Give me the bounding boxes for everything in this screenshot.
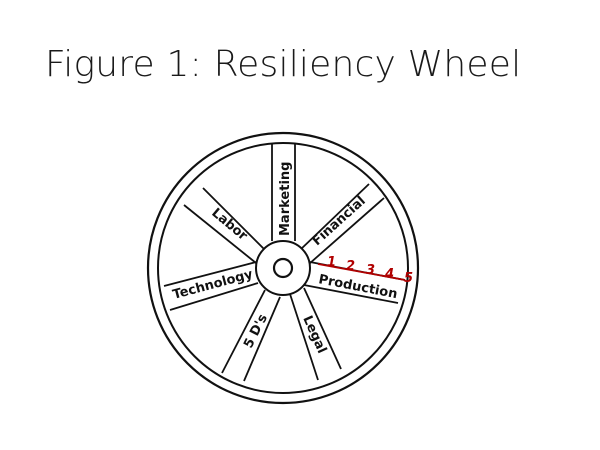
scale-number-1: 1 — [327, 255, 336, 270]
figure-title: Figure 1: Resiliency Wheel — [45, 44, 522, 85]
wheel-axle — [272, 257, 294, 279]
wheel-inner-rim — [157, 142, 409, 394]
spoke-technology — [163, 261, 259, 311]
spoke-legal — [289, 287, 342, 381]
spoke-label-labor: Labor — [208, 206, 250, 245]
scale-number-4: 4 — [384, 267, 394, 282]
scale-number-3: 3 — [366, 263, 375, 278]
spoke-label-financial: Financial — [310, 194, 369, 249]
scale-line — [317, 263, 406, 281]
wheel-outer-rim — [146, 131, 420, 405]
spoke-financial — [299, 183, 385, 265]
scale-number-5: 5 — [404, 271, 413, 286]
spoke-label-marketing: Marketing — [278, 162, 293, 236]
scale-number-2: 2 — [346, 259, 355, 274]
spoke-labor — [183, 187, 265, 264]
spoke-label-five-ds: 5 D's — [241, 312, 271, 351]
spoke-marketing — [271, 144, 296, 241]
spoke-five-ds — [221, 289, 281, 382]
